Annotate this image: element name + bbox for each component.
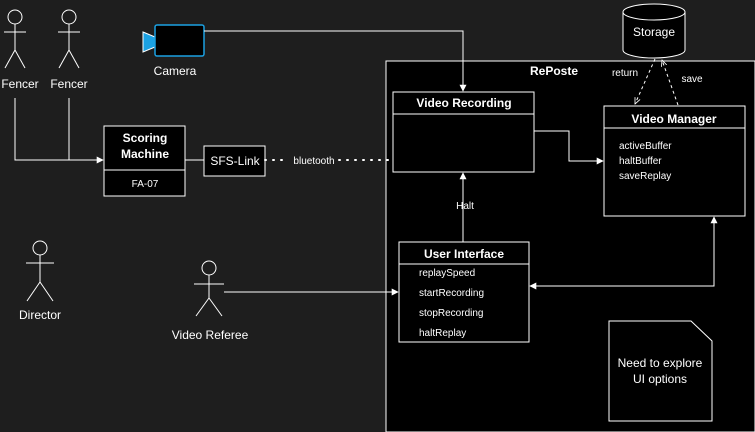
bluetooth-label: bluetooth xyxy=(293,156,334,167)
user-interface-title: User Interface xyxy=(424,247,504,261)
scoring-machine-model: FA-07 xyxy=(132,179,159,190)
save-label: save xyxy=(681,74,703,85)
manager-save-arrow xyxy=(662,60,679,106)
stick-figure-icon xyxy=(194,260,224,317)
video-referee-actor: Video Referee xyxy=(172,260,249,342)
fencer-actor-2: Fencer xyxy=(50,9,88,91)
camera-icon xyxy=(142,24,205,57)
video-referee-label: Video Referee xyxy=(172,328,249,342)
fencer-2-label: Fencer xyxy=(50,77,87,91)
user-interface-item: replaySpeed xyxy=(419,268,475,279)
sfs-link-label: SFS-Link xyxy=(210,154,260,168)
video-manager-box: Video Manager activeBuffer haltBuffer sa… xyxy=(603,105,746,217)
storage-label: Storage xyxy=(633,25,675,39)
reposte-title: RePoste xyxy=(530,64,578,78)
fencer-actor-1: Fencer xyxy=(1,9,39,91)
video-recording-to-manager-arrow xyxy=(534,130,604,165)
storage-node: Storage xyxy=(622,3,686,59)
stick-figure-icon xyxy=(58,9,80,69)
video-recording-box: Video Recording xyxy=(392,91,535,173)
sfs-link-box: SFS-Link xyxy=(203,145,266,177)
camera-to-video-recording-arrow xyxy=(204,30,467,92)
database-icon xyxy=(622,3,686,59)
video-manager-title: Video Manager xyxy=(631,112,716,126)
user-interface-item: startRecording xyxy=(419,288,484,299)
director-label: Director xyxy=(19,308,61,322)
ui-to-manager-bidirectional-arrow xyxy=(529,216,718,290)
scoring-machine-box: Scoring Machine FA-07 xyxy=(103,125,186,197)
camera-label: Camera xyxy=(154,64,197,78)
video-manager-item: haltBuffer xyxy=(619,156,662,167)
note-line-2: UI options xyxy=(633,372,687,386)
fencer-1-to-scoring-arrow xyxy=(14,98,104,164)
storage-return-arrow xyxy=(634,58,656,104)
scoring-machine-title-1: Scoring xyxy=(123,131,168,145)
video-manager-item: activeBuffer xyxy=(619,141,672,152)
note-line-1: Need to explore xyxy=(618,356,703,370)
user-interface-item: stopRecording xyxy=(419,308,483,319)
note-box: Need to explore UI options xyxy=(608,320,713,422)
video-recording-title: Video Recording xyxy=(416,96,511,110)
fencer-1-label: Fencer xyxy=(1,77,38,91)
camera-node: Camera xyxy=(142,24,205,78)
stick-figure-icon xyxy=(4,9,26,69)
scoring-machine-title-2: Machine xyxy=(121,147,169,161)
user-interface-box: User Interface replaySpeed startRecordin… xyxy=(398,241,530,343)
halt-label: Halt xyxy=(456,201,474,212)
return-label: return xyxy=(612,68,638,79)
director-actor: Director xyxy=(19,240,61,322)
user-interface-item: haltReplay xyxy=(419,328,466,339)
stick-figure-icon xyxy=(26,240,54,302)
video-manager-item: saveReplay xyxy=(619,171,671,182)
